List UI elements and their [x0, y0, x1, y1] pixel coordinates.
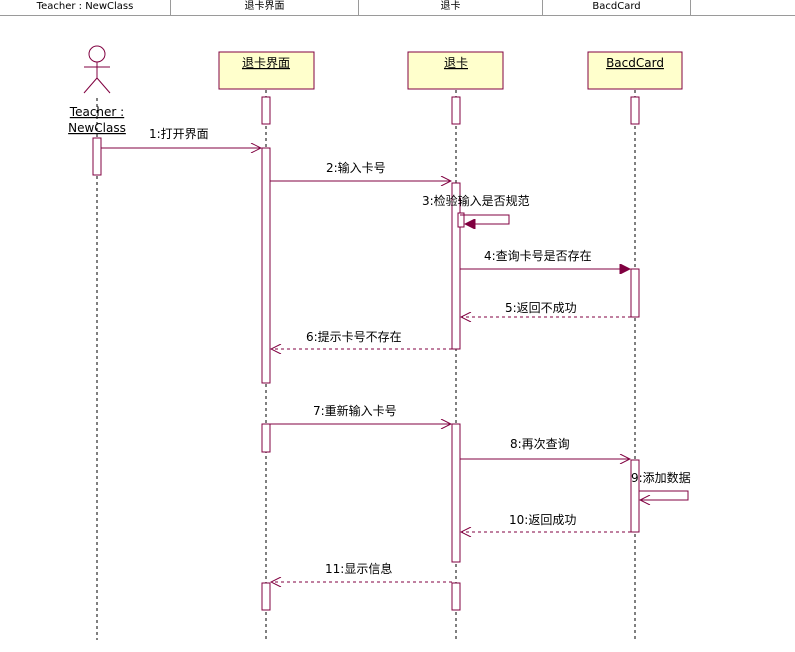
activation-ctrl-2[interactable] — [451, 423, 461, 563]
actor-name-line1: Teacher : — [69, 105, 124, 119]
object-label-card: BacdCard — [606, 56, 664, 70]
object-label-ui: 退卡界面 — [242, 56, 290, 70]
message-label-10: 10:返回成功 — [509, 513, 576, 527]
activation-teacher[interactable] — [92, 137, 102, 176]
object-box-card[interactable] — [587, 51, 683, 90]
message-label-9: 9:添加数据 — [631, 470, 691, 485]
stick-figure-actor-icon[interactable] — [83, 45, 111, 94]
message-label-6: 6:提示卡号不存在 — [306, 329, 402, 344]
activation-ctrl-top[interactable] — [451, 96, 461, 125]
object-label-ctrl: 退卡 — [444, 56, 468, 70]
object-box-ctrl[interactable] — [407, 51, 504, 90]
activation-ctrl-3[interactable] — [451, 582, 461, 611]
activation-card-1[interactable] — [630, 268, 640, 318]
activation-ui-1[interactable] — [261, 147, 271, 384]
message-label-11: 11:显示信息 — [325, 561, 392, 576]
message-label-4: 4:查询卡号是否存在 — [484, 249, 592, 263]
column-header-ctrl[interactable]: 退卡 — [359, 0, 543, 16]
activation-ui-2[interactable] — [261, 423, 271, 453]
activation-ctrl-1[interactable] — [451, 182, 461, 350]
message-label-3: 3:检验输入是否规范 — [422, 193, 530, 208]
message-label-1: 1:打开界面 — [149, 127, 209, 141]
column-header-bar: Teacher : NewClass 退卡界面 退卡 BacdCard — [0, 0, 795, 16]
activation-ui-3[interactable] — [261, 582, 271, 611]
message-label-8: 8:再次查询 — [510, 437, 570, 451]
message-label-5: 5:返回不成功 — [505, 301, 577, 315]
message-arrow-3[interactable] — [460, 214, 510, 224]
message-arrow-9[interactable] — [639, 490, 689, 500]
activation-card-top[interactable] — [630, 96, 640, 125]
column-header-ui[interactable]: 退卡界面 — [171, 0, 359, 16]
column-header-teacher[interactable]: Teacher : NewClass — [0, 0, 171, 16]
actor-name-line2: NewClass — [68, 121, 126, 135]
message-label-2: 2:输入卡号 — [326, 160, 386, 175]
activation-ui-top[interactable] — [261, 96, 271, 125]
message-label-7: 7:重新输入卡号 — [313, 403, 397, 418]
column-header-card[interactable]: BacdCard — [543, 0, 691, 16]
object-box-ui[interactable] — [218, 51, 315, 90]
